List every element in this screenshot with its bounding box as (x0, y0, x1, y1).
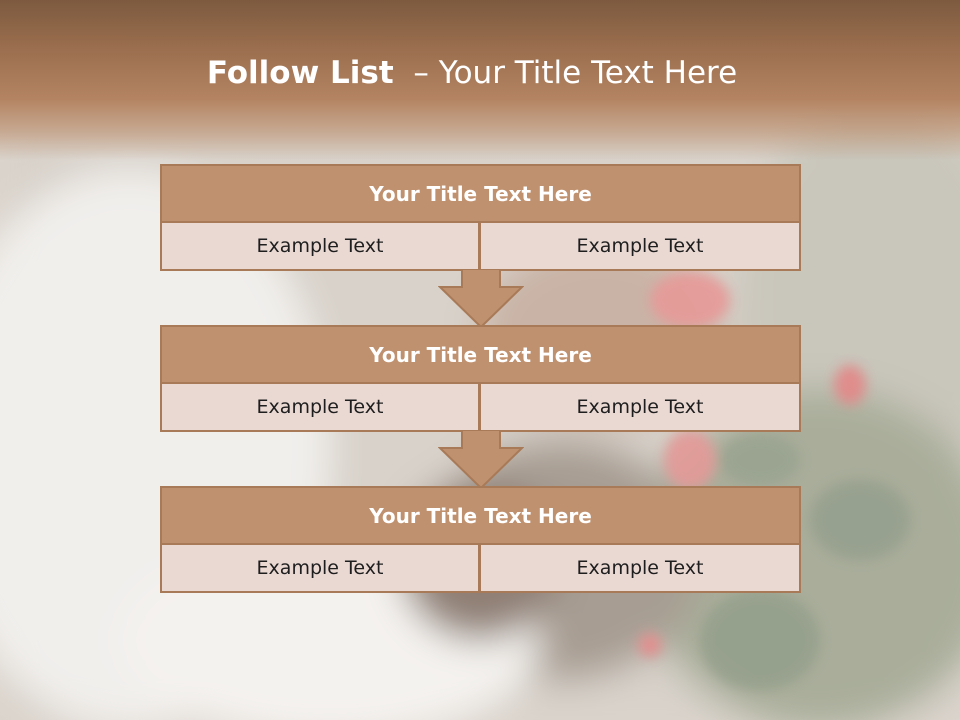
step-1-right-text: Example Text (479, 221, 801, 271)
slide-title-rest: – Your Title Text Here (413, 55, 738, 91)
step-2-left-text: Example Text (160, 382, 480, 432)
step-3-right-text: Example Text (479, 543, 801, 593)
slide-title-bold: Follow List (206, 55, 394, 91)
step-1-title: Your Title Text Here (160, 164, 801, 223)
step-1-left-text: Example Text (160, 221, 480, 271)
step-3-title: Your Title Text Here (160, 486, 801, 545)
slide-title: Follow List – Your Title Text Here (0, 55, 944, 91)
down-arrow-1 (438, 269, 524, 329)
header-band (0, 0, 960, 160)
step-3-left-text: Example Text (160, 543, 480, 593)
step-2-title: Your Title Text Here (160, 325, 801, 384)
down-arrow-2 (438, 430, 524, 490)
step-2-right-text: Example Text (479, 382, 801, 432)
